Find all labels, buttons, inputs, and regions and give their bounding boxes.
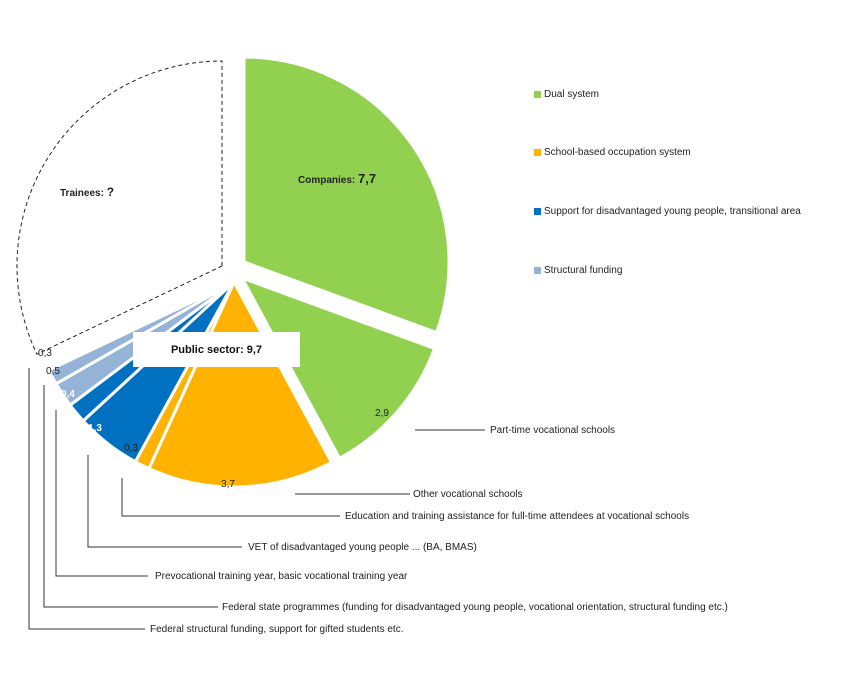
pie-slice-3	[147, 278, 334, 489]
slice-category-label: Other vocational schools	[413, 489, 523, 500]
legend-swatch	[534, 267, 541, 274]
slice-category-label: Federal state programmes (funding for di…	[222, 602, 728, 613]
legend-item-dual-system: Dual system	[534, 89, 599, 100]
slice-value-label: 2,9	[375, 408, 389, 419]
leader-line	[43, 385, 218, 608]
pie-slice-2	[238, 275, 437, 461]
slice-category-label: Federal structural funding, support for …	[150, 624, 403, 635]
companies-label: Companies: 7,7	[298, 171, 376, 186]
trainees-value: ?	[107, 185, 114, 199]
pie-slice-1	[242, 55, 451, 335]
slice-category-label: Part-time vocational schools	[490, 425, 615, 436]
companies-value: 7,7	[358, 171, 376, 186]
trainees-label: Trainees: ?	[60, 185, 114, 199]
legend-label: Dual system	[544, 89, 600, 100]
legend-item-school-based: School-based occupation system	[534, 147, 691, 158]
slice-value-label: 0,4	[61, 389, 75, 400]
slice-value-label: 0,3	[124, 443, 138, 454]
leader-line	[87, 455, 242, 548]
legend-label: Structural funding	[544, 265, 623, 276]
pie-slice-9	[16, 60, 223, 355]
slice-value-label: 1,3	[88, 423, 102, 434]
slice-value-label: 0,3	[38, 348, 52, 359]
leader-line	[55, 410, 148, 577]
public-sector-label: Public sector: 9,7	[133, 332, 300, 367]
legend-label: School-based occupation system	[544, 147, 691, 158]
legend-swatch	[534, 91, 541, 98]
legend-label: Support for disadvantaged young people, …	[544, 206, 801, 217]
slice-value-label: 0,5	[46, 366, 60, 377]
leader-line	[121, 478, 340, 517]
slice-category-label: Prevocational training year, basic vocat…	[155, 571, 408, 582]
slice-value-label: 3,7	[221, 479, 235, 490]
public-sector-text: Public sector: 9,7	[170, 343, 263, 356]
legend-swatch	[534, 208, 541, 215]
leader-line	[28, 368, 145, 630]
legend-item-structural-funding: Structural funding	[534, 265, 622, 276]
slice-category-label: VET of disadvantaged young people ... (B…	[248, 542, 477, 553]
slice-category-label: Education and training assistance for fu…	[345, 511, 689, 522]
legend-swatch	[534, 149, 541, 156]
legend-item-support-disadvantaged: Support for disadvantaged young people, …	[534, 206, 801, 217]
